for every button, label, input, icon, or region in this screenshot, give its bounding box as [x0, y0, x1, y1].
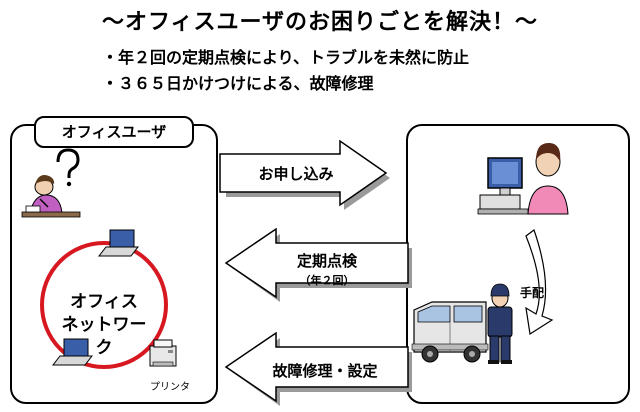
printer-icon — [149, 339, 177, 367]
regular-check-label: 定期点検 — [296, 252, 357, 270]
office-network-label-line1: オフィス — [70, 292, 138, 312]
office-network-ring — [40, 241, 168, 369]
regular-check-arrow — [224, 227, 409, 299]
apply-arrow — [219, 139, 388, 207]
office-network-label: オフィス ネットワーク — [56, 291, 152, 360]
repair-arrow — [224, 331, 409, 403]
dispatch-label: 手配 — [520, 286, 545, 300]
technician-icon — [487, 283, 513, 364]
page-title: ～オフィスユーザのお困りごとを解決！～ — [101, 10, 539, 35]
repair-setup-label: 故障修理・設定 — [272, 362, 378, 380]
office-user-panel — [10, 124, 218, 404]
bullet-regular-check: ・年２回の定期点検により、トラブルを未然に防止 — [102, 48, 470, 67]
regular-check-frequency-label: （年２回） — [299, 274, 355, 287]
laptop-bottom-icon — [51, 338, 94, 366]
service-van-icon — [411, 301, 489, 363]
office-user-tag: オフィスユーザ — [34, 116, 194, 148]
operator-icon — [477, 142, 569, 215]
office-network-label-line2: ネットワーク — [61, 315, 147, 358]
apply-label: お申し込み — [258, 165, 334, 183]
dispatch-arrow — [525, 229, 554, 335]
laptop-top-icon — [97, 229, 140, 257]
confused-user-icon — [21, 148, 81, 218]
bullet-emergency-repair: ・３６５日かけつけによる、故障修理 — [102, 74, 374, 93]
printer-label: プリンタ — [150, 382, 190, 393]
